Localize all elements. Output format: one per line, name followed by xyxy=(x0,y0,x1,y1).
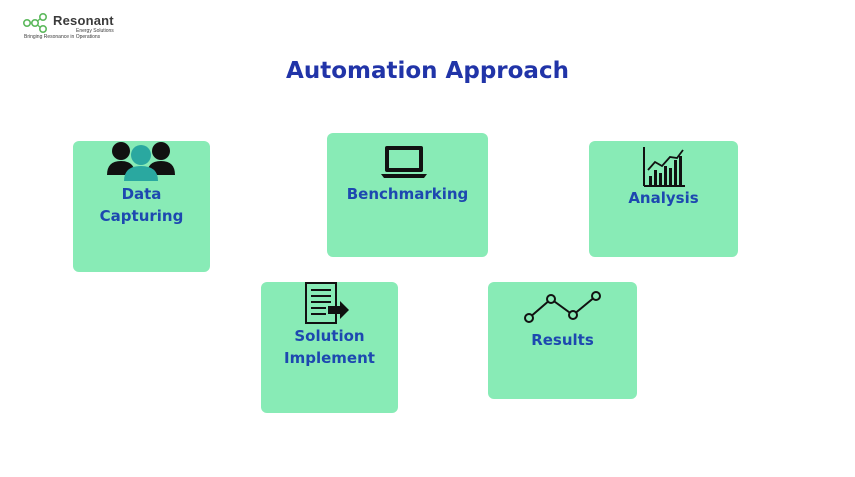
card-data-capturing: Data Capturing xyxy=(73,141,210,272)
card-label-analysis: Analysis xyxy=(628,189,699,207)
card-label-solution-implement: Solution Implement xyxy=(284,327,375,367)
card-label-results: Results xyxy=(531,331,594,349)
line-chart-icon xyxy=(524,291,601,323)
users-icon xyxy=(107,142,175,181)
logo-tagline: Bringing Resonance in Operations xyxy=(24,34,101,40)
card-benchmarking: Benchmarking xyxy=(327,133,488,257)
logo-subtitle: Energy Solutions xyxy=(76,28,114,34)
document-arrow-icon xyxy=(305,282,349,324)
page-title: Automation Approach xyxy=(286,58,569,84)
card-label-benchmarking: Benchmarking xyxy=(346,185,469,203)
card-results: Results xyxy=(488,282,637,399)
logo-mark-icon xyxy=(22,12,47,34)
company-logo: Resonant Energy Solutions Bringing Reson… xyxy=(22,12,132,42)
logo-name: Resonant xyxy=(53,13,114,28)
laptop-icon xyxy=(381,146,427,178)
card-analysis: Analysis xyxy=(589,141,738,257)
bar-chart-icon xyxy=(643,147,685,187)
card-solution-implement: Solution Implement xyxy=(261,282,398,413)
card-label-data-capturing: Data Capturing xyxy=(99,185,184,225)
